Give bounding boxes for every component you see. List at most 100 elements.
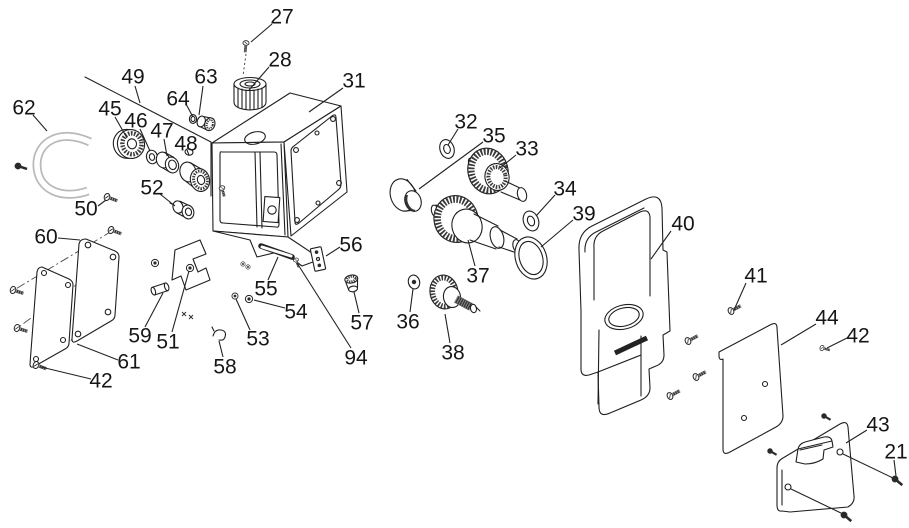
screw-41 <box>664 386 684 403</box>
clip-58 <box>211 326 227 341</box>
callout-37-gear-shaft: 37 <box>466 265 489 288</box>
seal-ring-39 <box>514 236 548 280</box>
gasket-plate-61 <box>29 266 74 368</box>
leader-line-59 <box>144 292 164 328</box>
cap-57 <box>344 274 359 293</box>
callout-31-gear-case-housing: 31 <box>342 70 365 93</box>
washer-36 <box>407 274 421 290</box>
callout-40-mount-bracket: 40 <box>671 213 694 236</box>
callout-47-bushing: 47 <box>150 120 173 143</box>
leader-line-31 <box>308 87 344 113</box>
washer-34 <box>522 210 540 232</box>
side-plate-44 <box>718 323 832 454</box>
callout-57-cap: 57 <box>350 312 373 335</box>
leader-line-42 <box>40 366 92 380</box>
nut-51b <box>185 263 195 273</box>
leader-line-56 <box>325 246 341 257</box>
screw-line <box>842 453 894 479</box>
callout-38-pinion-gear: 38 <box>441 342 464 365</box>
hose-62 <box>12 131 92 199</box>
leader-line-63 <box>198 85 204 116</box>
callout-58-clip: 58 <box>213 356 236 379</box>
washer-32 <box>439 139 455 159</box>
callout-56-shift-plate: 56 <box>339 234 362 257</box>
clip-plate-43 <box>765 411 906 526</box>
screw-21 <box>888 472 906 490</box>
cover-plate-60 <box>71 238 120 343</box>
cover-edge-49 <box>84 76 212 197</box>
callout-53-nut: 53 <box>246 328 269 351</box>
callout-36-washer: 36 <box>396 311 419 334</box>
callout-55-rod: 55 <box>254 278 277 301</box>
leader-line-61 <box>76 343 119 361</box>
callout-43-clip-plate: 43 <box>866 414 889 437</box>
screw-42-right <box>818 343 832 354</box>
screw-line <box>790 488 844 515</box>
callout-34-washer: 34 <box>553 178 577 201</box>
fitting-52 <box>169 200 195 220</box>
leader-line-58 <box>218 340 224 358</box>
leader-line-49 <box>134 85 141 104</box>
leader-line-62 <box>32 114 48 132</box>
callout-61-gasket-plate: 61 <box>117 351 140 374</box>
plate-bolt <box>765 446 779 459</box>
plug-63 <box>196 115 216 132</box>
callout-44-side-plate: 44 <box>815 307 839 330</box>
set-screws <box>181 311 194 320</box>
callout-27-vent-screw: 27 <box>270 6 293 29</box>
coupler-48 <box>179 161 211 192</box>
callout-51-bracket: 51 <box>156 331 179 354</box>
callout-35-bearing-cup: 35 <box>482 125 505 148</box>
leader-line-52 <box>159 193 176 207</box>
leader-line-57 <box>353 291 360 314</box>
small-nut <box>240 261 246 267</box>
mount-bracket-40 <box>578 196 745 416</box>
clip <box>795 436 834 465</box>
assembly-axis-27 <box>242 53 247 77</box>
leader-line-34 <box>535 194 556 217</box>
callout-63-plug-fitting: 63 <box>194 66 217 89</box>
plate-bolt <box>819 411 833 424</box>
callout-28-filler-cap: 28 <box>268 49 291 72</box>
coupling-45 <box>112 128 146 160</box>
callout-52-fitting: 52 <box>140 177 163 200</box>
callout-42-screw: 42 <box>846 325 869 348</box>
leader-line-43 <box>845 429 868 444</box>
leader-line-64 <box>185 103 194 118</box>
cover-group <box>7 191 125 374</box>
leader-line-51 <box>171 270 190 333</box>
leader-line-33 <box>499 154 517 169</box>
screw-41 <box>690 367 710 384</box>
filler-cap-28 <box>233 39 267 111</box>
pinion-gear-38 <box>429 274 481 314</box>
screw-21 <box>837 508 855 526</box>
leader-line-94 <box>296 262 352 349</box>
leader-line-36 <box>409 288 414 313</box>
shift-plate-56 <box>309 246 327 272</box>
leader-line-48 <box>186 149 190 156</box>
callout-49-cover-edge: 49 <box>121 66 144 89</box>
callout-46-seal-washer: 46 <box>124 110 147 133</box>
leader-line-44 <box>780 323 817 346</box>
callout-50-screw: 50 <box>74 198 97 221</box>
callout-48-coupler-o-ring: 48 <box>174 133 197 156</box>
leader-line-27 <box>250 23 273 43</box>
gear-train <box>389 139 548 314</box>
cover-screw <box>7 284 27 299</box>
leader-line-32 <box>447 128 459 146</box>
callout-60-cover-plate: 60 <box>34 226 57 249</box>
gear-33 <box>467 147 528 202</box>
bushing-47 <box>155 151 180 174</box>
o-ring-48 <box>184 148 194 156</box>
callout-45-coupling-flange: 45 <box>98 98 121 121</box>
leader-line-45 <box>114 116 128 139</box>
nut-53 <box>231 292 239 300</box>
vent-screw-27 <box>240 39 251 54</box>
pin-59 <box>150 282 170 296</box>
callout-21-screw: 21 <box>884 441 907 464</box>
leader-line-39 <box>540 219 574 248</box>
leader-line-21 <box>893 459 897 477</box>
